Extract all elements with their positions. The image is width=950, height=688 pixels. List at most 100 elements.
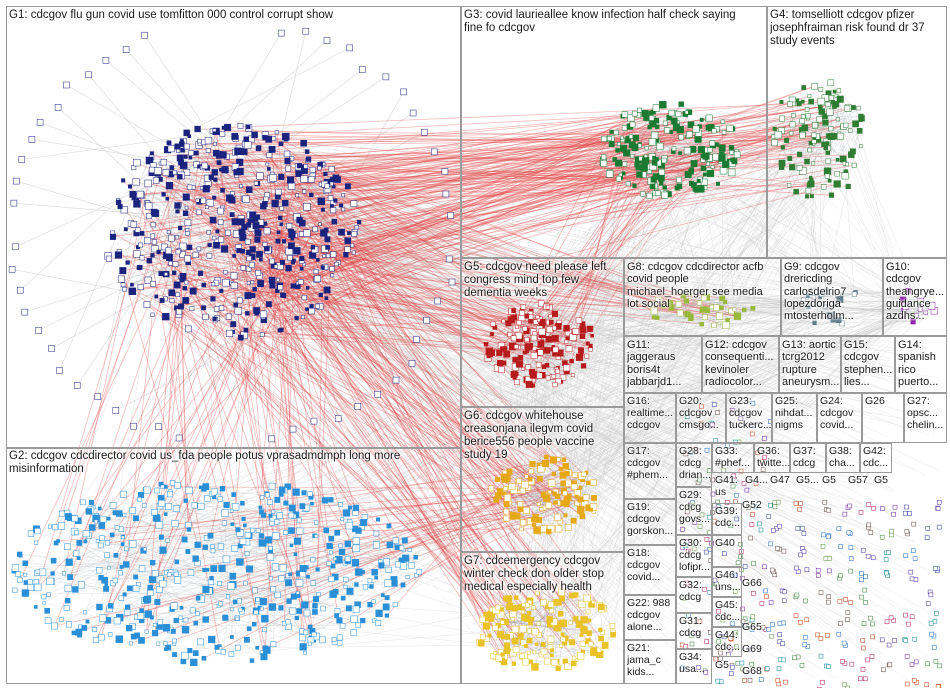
node	[826, 151, 830, 155]
node	[284, 501, 289, 506]
node	[537, 622, 541, 626]
node	[800, 119, 805, 124]
node	[34, 579, 39, 584]
node	[160, 547, 167, 554]
node	[511, 617, 515, 621]
node	[589, 508, 592, 511]
node	[304, 230, 311, 237]
node	[582, 472, 587, 477]
node	[518, 502, 523, 507]
node	[514, 345, 518, 349]
node	[789, 131, 793, 135]
node	[849, 557, 853, 561]
node	[172, 652, 176, 656]
node	[564, 325, 570, 331]
node	[521, 610, 524, 613]
node	[316, 258, 319, 261]
node	[537, 502, 540, 505]
node	[115, 525, 119, 529]
node	[228, 583, 235, 590]
node	[55, 104, 61, 110]
node	[144, 487, 150, 493]
node	[341, 518, 344, 521]
node	[324, 172, 328, 176]
node	[98, 543, 103, 548]
node	[772, 140, 778, 146]
node	[243, 524, 246, 527]
node	[187, 185, 192, 190]
node	[343, 577, 348, 582]
node	[569, 593, 574, 598]
node	[861, 646, 865, 650]
node	[186, 549, 190, 553]
node	[130, 283, 133, 286]
node	[145, 203, 152, 210]
node	[282, 200, 288, 206]
node	[278, 174, 284, 180]
node	[802, 125, 808, 131]
node	[313, 596, 318, 601]
node	[214, 178, 218, 182]
node	[503, 486, 507, 490]
node	[222, 279, 229, 286]
node	[541, 649, 547, 655]
node	[504, 516, 509, 521]
node	[655, 157, 659, 161]
node	[285, 158, 291, 164]
node	[65, 585, 72, 592]
node	[840, 156, 846, 162]
node	[211, 566, 217, 572]
node	[174, 618, 179, 623]
node	[259, 258, 262, 261]
node	[673, 124, 680, 131]
node	[238, 219, 244, 225]
node	[220, 131, 225, 136]
node	[522, 659, 529, 666]
node	[522, 603, 525, 606]
node	[376, 620, 381, 625]
node	[142, 504, 146, 508]
node	[173, 506, 179, 512]
node	[256, 528, 260, 532]
node	[271, 587, 276, 592]
node	[194, 151, 198, 155]
node	[275, 131, 278, 134]
node	[518, 355, 523, 360]
node	[559, 467, 563, 471]
node	[304, 164, 308, 168]
node	[393, 377, 399, 383]
node	[716, 313, 723, 320]
node	[279, 606, 284, 611]
node	[24, 573, 27, 576]
node	[353, 538, 360, 545]
node	[144, 302, 150, 308]
node	[588, 619, 591, 622]
node	[324, 38, 330, 44]
node	[486, 348, 492, 354]
node	[13, 178, 19, 184]
node	[393, 602, 398, 607]
node	[300, 504, 305, 509]
node	[275, 497, 280, 502]
node	[386, 567, 391, 572]
node	[811, 162, 814, 165]
node	[712, 129, 716, 133]
node	[190, 288, 196, 294]
node	[633, 184, 637, 188]
node	[734, 313, 741, 320]
node	[217, 581, 221, 585]
node	[846, 611, 850, 615]
node	[402, 555, 409, 562]
node	[514, 605, 517, 608]
node	[129, 288, 136, 295]
node	[706, 125, 711, 130]
node	[861, 639, 865, 643]
node	[264, 228, 270, 234]
node	[637, 108, 641, 112]
node	[113, 407, 119, 413]
node	[300, 256, 304, 260]
node	[541, 642, 545, 646]
node	[417, 570, 422, 575]
node	[796, 99, 799, 102]
node	[676, 111, 681, 116]
